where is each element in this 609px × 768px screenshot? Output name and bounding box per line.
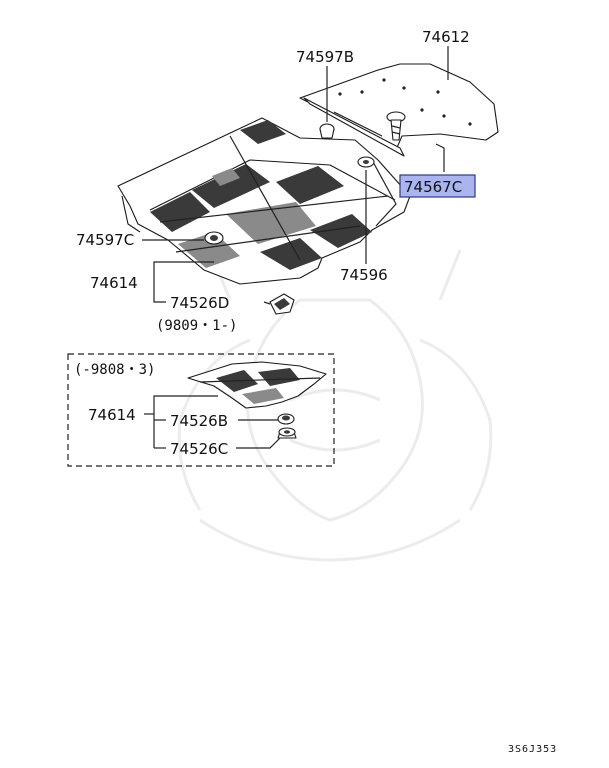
- note-after-9809: (9809・1-): [156, 318, 237, 334]
- screw-74567c: [386, 111, 406, 141]
- clip-74526c: [277, 427, 297, 439]
- callout-74596: 74596: [340, 266, 388, 284]
- callout-74614-top: 74614: [90, 274, 138, 292]
- callout-74597c: 74597C: [76, 231, 134, 249]
- rear-floor-panel-74612: [299, 63, 499, 157]
- callout-74612: 74612: [422, 28, 470, 46]
- callout-74567c: 74567C: [404, 178, 462, 196]
- callout-74614-variant: 74614: [88, 406, 136, 424]
- figure-code: 3S6J353: [508, 744, 557, 755]
- highlight-box-74567c: [399, 174, 476, 198]
- clip-74526d: [269, 293, 295, 315]
- note-before-9808: (-9808・3): [74, 362, 155, 378]
- fastener-74596: [357, 156, 375, 168]
- callout-74526d: 74526D: [170, 294, 229, 312]
- variant-box-dashed: [67, 353, 335, 467]
- callout-74597b: 74597B: [296, 48, 354, 66]
- callout-74526c: 74526C: [170, 440, 228, 458]
- fastener-74597b: [319, 123, 335, 139]
- fastener-74597c: [204, 231, 224, 245]
- callout-74526b: 74526B: [170, 412, 228, 430]
- leader-lines-lower: [144, 395, 281, 449]
- clip-74526b: [277, 413, 295, 425]
- leader-lines-upper: [142, 46, 449, 305]
- watermark-emblem: [177, 249, 493, 562]
- floor-carpet-section-74614: [187, 361, 327, 409]
- floor-carpet-74614: [117, 117, 411, 285]
